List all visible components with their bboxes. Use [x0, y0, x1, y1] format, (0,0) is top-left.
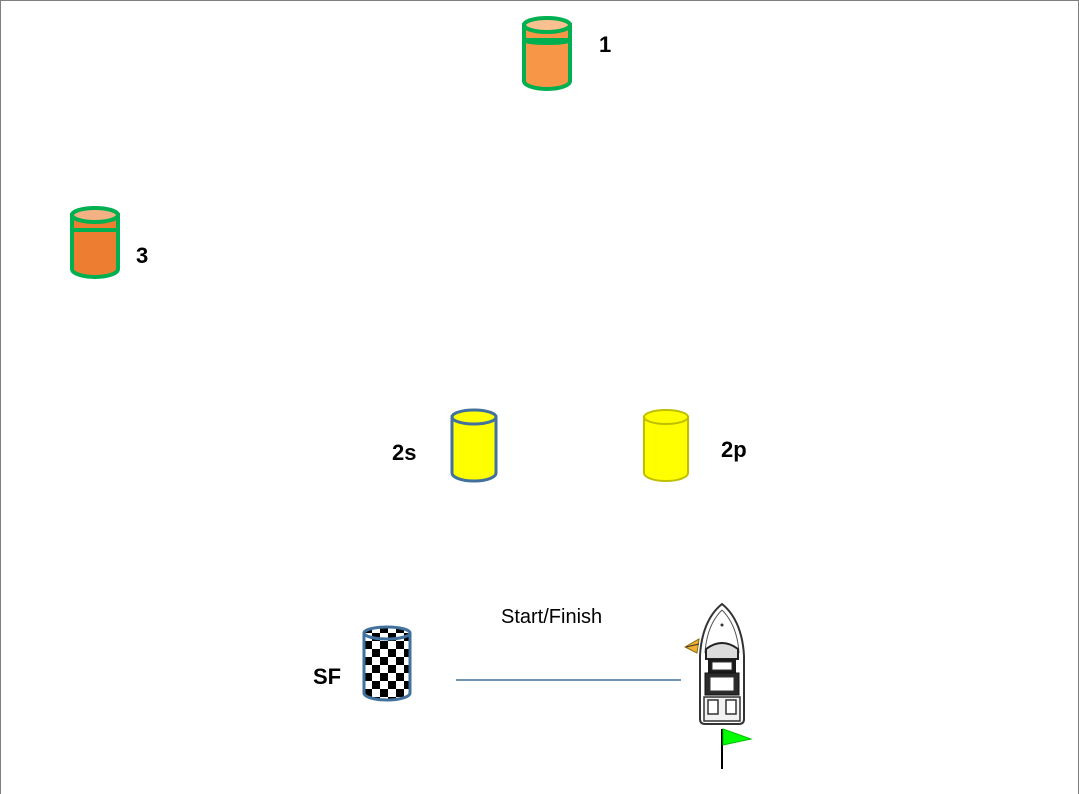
start-finish-mark-icon — [360, 625, 414, 703]
mark-2s-label: 2s — [392, 440, 417, 465]
mark-1-buoy-icon — [521, 15, 573, 93]
mark-3-label: 3 — [136, 243, 149, 268]
mark-3-buoy-icon — [69, 205, 121, 281]
mark-2s-buoy-icon — [449, 407, 499, 485]
mark-2p-buoy-icon — [641, 407, 691, 485]
mark-sf-label: SF — [313, 664, 342, 689]
mark-1-label: 1 — [599, 32, 612, 57]
start-finish-line — [456, 679, 681, 681]
start-finish-caption: Start/Finish — [501, 606, 603, 628]
mark-2p-label: 2p — [721, 437, 747, 462]
motor-yacht-icon — [677, 601, 767, 731]
green-flag-icon — [715, 727, 755, 771]
